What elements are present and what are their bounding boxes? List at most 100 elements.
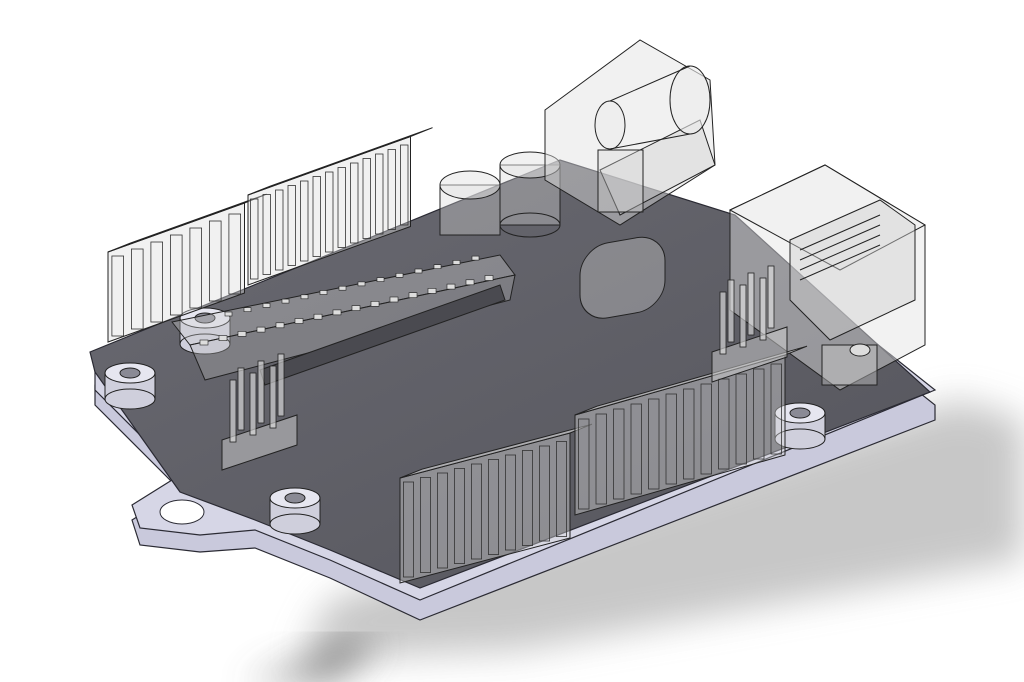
header-pin-slot [275,189,284,271]
icsp-pin [727,279,735,343]
socket-pin [433,264,442,270]
mounting-tab-hole [159,499,205,525]
icsp-pin [257,360,265,424]
usb-contact [799,234,881,271]
socket-pin [281,298,290,304]
standoff-hole [194,312,216,324]
header-pin-slot [262,194,271,275]
header-pin-slot [337,167,346,248]
header-pin-slot [504,454,516,551]
standoff-base [104,388,156,410]
ic-socket [171,254,516,386]
usb-contact [799,224,881,261]
header-digital [247,127,433,286]
standoff-base [269,513,321,535]
crystal [579,236,666,319]
header-pin-slot [312,176,321,257]
header-pin-slot [300,180,309,262]
header-pin-slot [665,393,677,485]
socket-pin [262,303,271,308]
icsp-pin [229,379,237,443]
icsp-pin [739,284,747,348]
socket-pin [465,279,475,286]
standoff-hole [284,492,306,504]
header-pin-slot [770,363,782,455]
header-pin-slot [683,388,695,480]
header-pin-slot [350,162,359,244]
usb-contact [799,214,881,251]
socket-pin [224,311,233,317]
socket-pin [218,335,228,342]
header-pin-slot [325,171,334,253]
header-pin-slot [387,149,396,230]
header-pin-slot [735,373,747,465]
icsp-pin [759,277,767,341]
header-pin-slot [539,445,551,542]
header-top [399,423,593,479]
socket-pin [357,281,366,287]
header-pin-slot [130,248,144,330]
socket-pin [395,272,404,278]
header-pin-slot [700,383,712,475]
header-pin-slot [362,158,371,239]
socket-pin [484,275,494,281]
icsp-pin [249,372,257,436]
header-power [107,193,267,343]
socket-pin [237,331,247,337]
pcb-top [89,159,932,589]
header-pin-slot [648,398,660,490]
icsp-pin [277,353,285,417]
socket-pin [452,260,461,265]
socket-pin [313,313,323,320]
standoff-hole [119,367,141,379]
socket-pin [319,290,328,295]
header-pin-slot [419,477,431,573]
header-pin-slot [630,403,642,495]
pin-headers [107,127,808,584]
header-pin-slot [470,463,482,560]
icsp-pin [767,265,775,329]
header-analog [399,423,593,584]
power-jack [544,39,716,226]
header-pin-slot [613,408,625,500]
socket-pin [199,339,209,346]
header-pin-slot [287,185,296,266]
header-pin-slot [718,378,730,470]
header-pin-slot [169,234,183,316]
header-pin-slot [487,459,499,555]
socket-pin [256,326,266,333]
header-pin-slot [522,450,534,546]
usb-contact [799,244,881,281]
socket-pin [243,307,252,313]
icsp-header-left [221,353,298,471]
icsp-pin [719,291,727,355]
socket-pin [427,288,437,294]
socket-pin [408,292,418,299]
header-pin-slot [402,481,414,578]
header-pin-slot [375,153,384,235]
socket-pin [294,318,304,324]
socket-pin [446,283,456,290]
icsp-pin [747,272,755,336]
header-pin-slot [578,418,590,510]
header-pin-slot [111,255,125,337]
socket-pin [370,300,380,307]
header-pin-slot [753,368,765,460]
header-pin-slot [250,198,259,280]
header-pin-slot [400,144,409,226]
socket-pin [414,268,423,274]
header-pin-slot [208,220,222,302]
socket-pin [332,309,342,316]
socket-pin [338,285,347,291]
socket-pin [389,296,399,303]
socket-pin [300,294,309,300]
header-pin-slot [556,441,568,537]
header-pin-slot [595,413,607,505]
socket-pin [376,277,385,282]
header-pin-slot [189,227,202,309]
icsp-pin [237,367,245,431]
icsp-pin [269,365,277,429]
header-top [247,127,433,196]
